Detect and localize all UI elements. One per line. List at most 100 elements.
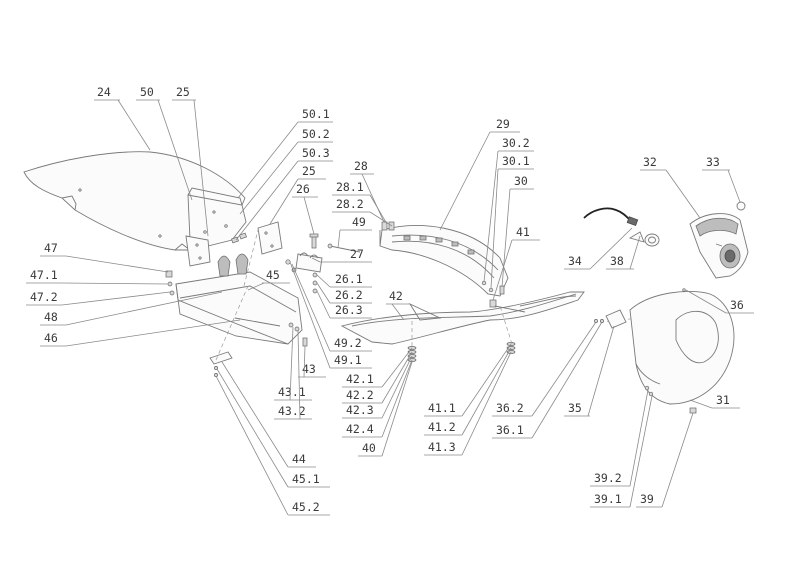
callout-label: 41 [516,225,530,239]
callout-label: 49.2 [334,336,362,350]
callout-label: 33 [706,155,720,169]
callout-28-2: 28.2 [332,197,393,227]
callout-39-1: 39.1 [590,395,653,508]
callout-26: 26 [292,182,318,235]
callout-40: 40 [358,361,413,457]
callout-leader-line [237,121,299,199]
callout-25: 25 [172,85,209,237]
callout-27: 27 [311,247,372,263]
callout-leader-line [629,395,653,508]
callout-43-2: 43.2 [274,330,312,420]
callout-leader-line [369,211,393,227]
callout-50-3: 50.3 [235,146,333,241]
part-35-bracket [594,309,627,329]
callout-leader-line [629,389,649,487]
callout-leader-line [689,399,713,409]
callout-leader-line [587,325,615,417]
callout-leader-line [483,150,499,283]
callout-label: 50.3 [302,146,330,160]
callout-30: 30 [501,174,534,288]
callout-leader-line [369,194,388,225]
callout-39: 39 [636,412,694,508]
part-33-button [736,201,746,211]
callout-label: 25 [302,164,316,178]
callout-leader-line [665,169,701,219]
callout-41: 41 [492,225,540,301]
callout-43-1: 43.1 [274,326,312,401]
callout-label: 42.4 [346,422,374,436]
callout-leader-line [685,289,727,314]
callout-30-2: 30.2 [483,136,534,283]
callout-leader-line [297,330,301,420]
callout-label: 38 [610,254,624,268]
callout-28: 28 [350,159,385,223]
callout-leader-line [501,188,511,288]
part-42-washers [407,346,417,362]
callout-42-2: 42.2 [342,351,413,404]
callout-leader-line [289,326,294,401]
callout-label: 26.3 [335,303,363,317]
callout-leader-line [629,235,641,270]
callout-leader-line [490,168,499,289]
callout-49-1: 49.1 [289,261,372,369]
callout-label: 34 [568,254,582,268]
callout-45: 45 [247,268,290,291]
callout-leader-line [661,412,694,508]
callout-48: 48 [40,291,223,326]
callout-label: 45 [266,268,280,282]
callout-leader-line [727,169,741,203]
callout-label: 47.2 [30,290,58,304]
callout-label: 43.1 [278,385,306,399]
callout-label: 35 [568,401,582,415]
callout-24: 24 [94,85,151,151]
callout-leader-line [589,227,633,270]
callout-label: 50.1 [302,107,330,121]
part-31-shell [629,288,735,405]
callout-39-2: 39.2 [590,389,649,487]
part-25-plate-right [257,221,283,255]
callout-leader-line [235,160,299,241]
part-49-pin [327,243,361,253]
callout-leader-line [157,99,193,201]
callout-label: 26.1 [335,272,363,286]
part-47-fittings [165,270,175,296]
callout-34: 34 [564,227,633,270]
callout-label: 43 [302,362,316,376]
callout-label: 42.2 [346,388,374,402]
callout-label: 50 [140,85,154,99]
callout-label: 42 [389,289,403,303]
callout-label: 45.2 [292,500,320,514]
part-26-bolt [309,233,319,249]
callout-leader-line [337,229,341,249]
callout-leader-line [316,290,331,319]
callout-label: 32 [643,155,657,169]
callout-26-3: 26.3 [316,290,372,319]
callout-leader-line [61,282,169,285]
callout-leader-line [247,282,265,291]
callout-43: 43 [298,345,326,378]
callout-label: 31 [716,393,730,407]
callout-leader-line [221,361,289,468]
callout-leader-line [492,239,513,301]
callout-label: 30 [514,174,528,188]
callout-leader-line [269,178,299,225]
callout-41-3: 41.3 [424,351,512,456]
callout-leader-line [531,321,597,417]
callout-leader-line [461,343,512,417]
part-29-cradle [379,225,509,297]
part-50-screws [231,232,247,244]
callout-36: 36 [685,289,754,314]
callout-50: 50 [136,85,193,201]
callout-label: 26.2 [335,288,363,302]
callout-label: 27 [350,247,364,261]
part-34-cable [583,207,639,227]
callout-leader-line [239,141,299,215]
callout-label: 49 [352,215,366,229]
callout-leader-line [381,361,413,457]
callout-label: 25 [176,85,190,99]
part-32-control-box [689,213,749,279]
callout-label: 42.1 [346,372,374,386]
callout-label: 39 [640,492,654,506]
part-39-fittings [644,385,697,414]
